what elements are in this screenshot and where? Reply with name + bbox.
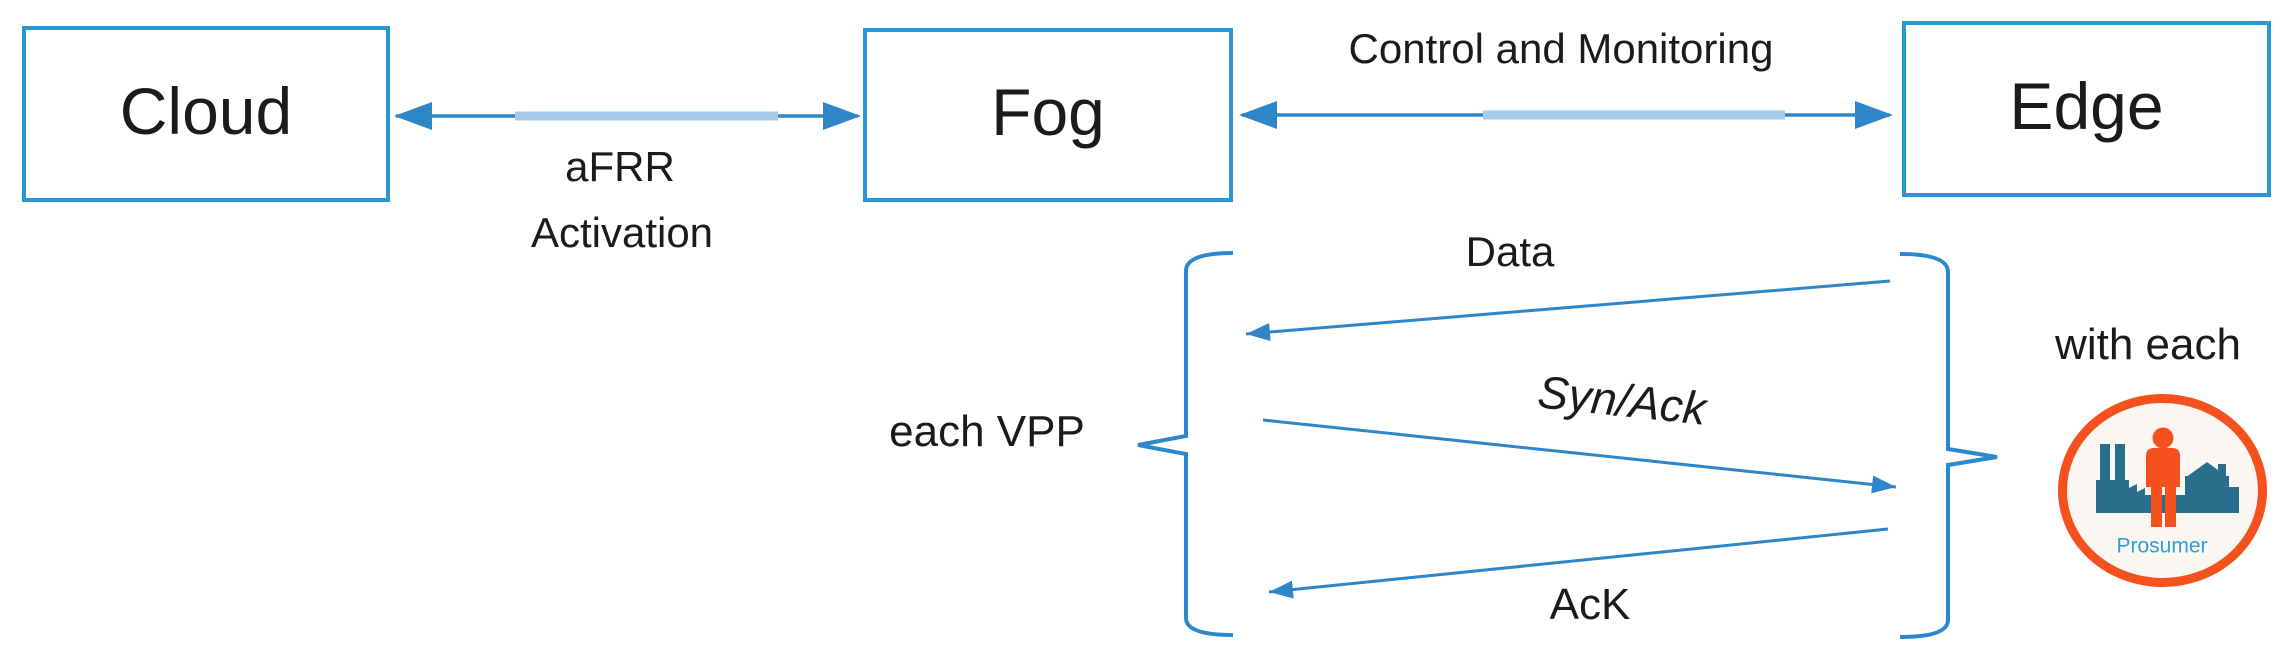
person-icon	[2146, 427, 2180, 527]
cloud-fog-arrow	[394, 102, 861, 130]
sequence-right-brace	[1899, 252, 1998, 639]
syn-ack-arrow	[1262, 418, 1897, 494]
prosumer-label: Prosumer	[2116, 534, 2208, 558]
sequence-left-brace	[1137, 251, 1234, 637]
afrr-activation-label-line1: aFRR	[565, 143, 675, 190]
cloud-node-label: Cloud	[119, 74, 293, 148]
data-message-label: Data	[1465, 228, 1555, 275]
fog-node-label: Fog	[991, 75, 1105, 149]
prosumer-icon	[2058, 394, 2267, 587]
ack-arrow	[1268, 527, 1889, 599]
with-each-label: with each	[2055, 320, 2241, 369]
ack-message-label: AcK	[1549, 580, 1631, 629]
fog-edge-arrow	[1239, 101, 1893, 129]
edge-node: Edge	[1902, 21, 2271, 197]
prosumer-ring	[2058, 394, 2267, 587]
afrr-activation-label-line2: Activation	[530, 209, 714, 256]
cloud-node: Cloud	[22, 26, 390, 202]
house-icon	[2185, 462, 2239, 513]
control-and-monitoring-label: Control and Monitoring	[1348, 25, 1774, 72]
data-arrow	[1245, 279, 1891, 342]
edge-node-label: Edge	[2009, 69, 2164, 143]
fog-node: Fog	[863, 28, 1233, 202]
each-vpp-label: each VPP	[889, 407, 1085, 456]
